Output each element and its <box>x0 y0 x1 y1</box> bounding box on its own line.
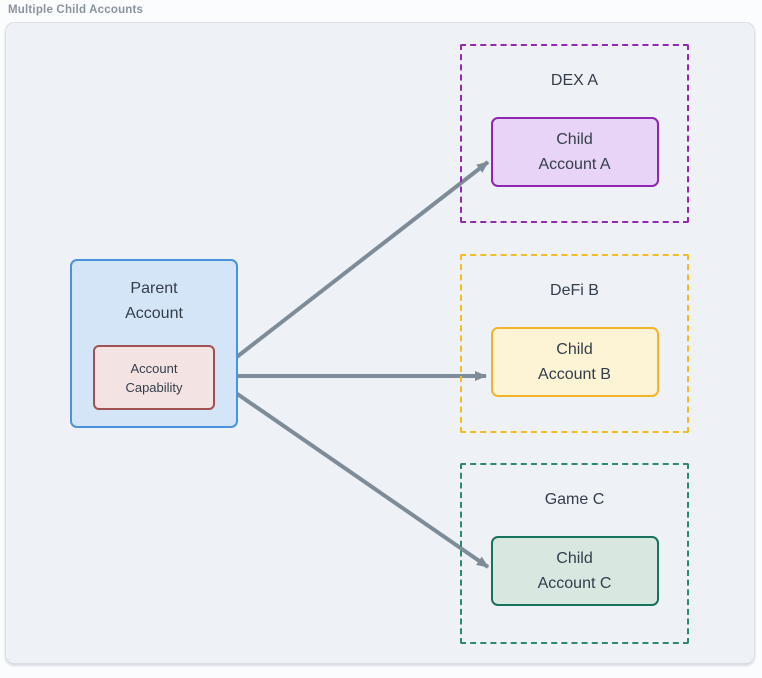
child-b-label-line1: Child <box>556 341 593 358</box>
diagram-title: Multiple Child Accounts <box>8 4 144 16</box>
capability-label-line2: Capability <box>125 379 183 395</box>
child-c-label-line1: Child <box>556 550 593 567</box>
arrow-capability-to-child-c <box>218 380 490 569</box>
account-capability-label: Account Capability <box>125 359 182 397</box>
group-defi-b-label: DeFi B <box>550 282 599 299</box>
child-account-a-node: Child Account A <box>490 117 659 187</box>
child-account-b-label: Child Account B <box>538 337 611 387</box>
child-account-a-label: Child Account A <box>538 127 610 177</box>
parent-label-line2: Account <box>125 305 183 322</box>
child-c-label-line2: Account C <box>537 575 612 592</box>
arrow-capability-to-child-a <box>218 160 490 372</box>
account-capability-node: Account Capability <box>93 345 215 410</box>
group-game-c: Game C Child Account C <box>460 463 689 644</box>
capability-label-line1: Account <box>130 360 178 376</box>
parent-label-line1: Parent <box>130 280 178 297</box>
diagram-canvas: Parent Account Account Capability DEX A … <box>5 22 755 664</box>
parent-account-node: Parent Account Account Capability <box>70 259 238 428</box>
group-game-c-label: Game C <box>544 491 605 508</box>
group-dex-a: DEX A Child Account A <box>460 44 689 223</box>
child-a-label-line2: Account A <box>538 156 611 173</box>
child-account-c-node: Child Account C <box>490 536 659 606</box>
group-defi-b: DeFi B Child Account B <box>460 254 689 433</box>
group-dex-a-label: DEX A <box>550 72 599 89</box>
child-b-label-line2: Account B <box>538 366 611 383</box>
child-account-c-label: Child Account C <box>538 546 612 596</box>
child-account-b-node: Child Account B <box>490 327 659 397</box>
child-a-label-line1: Child <box>556 131 593 148</box>
parent-account-label: Parent Account <box>72 276 236 326</box>
